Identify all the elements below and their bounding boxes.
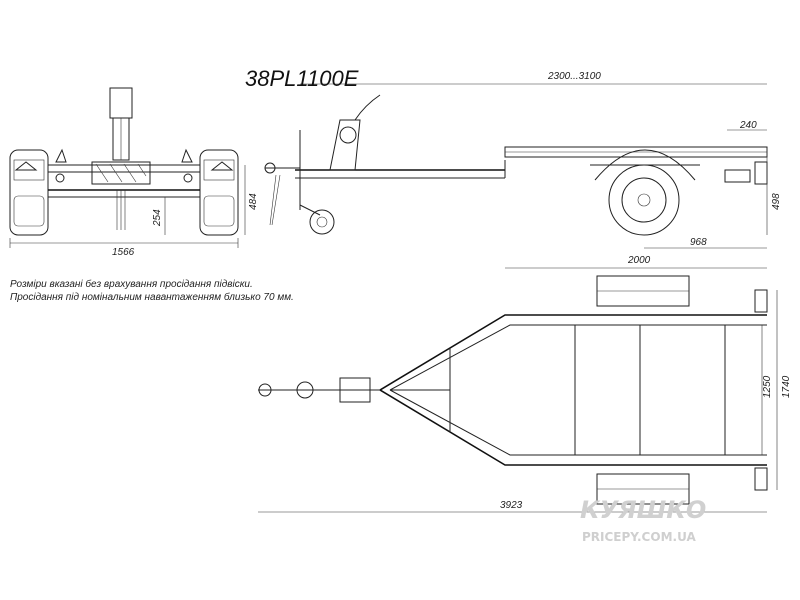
- dim-side-axle: 968: [690, 237, 707, 248]
- dim-top-total-length: 3923: [500, 500, 523, 511]
- top-view: [258, 267, 778, 513]
- note-line: Розміри вказані без врахування просіданн…: [10, 279, 253, 290]
- watermark-brand: КУЯШКО: [580, 496, 706, 524]
- dim-front-height: 484: [248, 193, 259, 210]
- model-number: 38PL1100E: [245, 66, 359, 91]
- note-line: Просідання під номінальним навантаженням…: [10, 292, 294, 303]
- dim-side-height: 498: [771, 193, 782, 210]
- dim-front-clearance: 254: [152, 209, 163, 227]
- notes-block: Розміри вказані без врахування просіданн…: [10, 278, 294, 304]
- side-view: [264, 83, 768, 249]
- dim-front-width: 1566: [112, 247, 135, 258]
- dim-top-inner-width: 1250: [762, 375, 773, 398]
- watermark-site: PRICEPY.COM.UA: [582, 530, 696, 544]
- front-view: [9, 87, 246, 248]
- dim-side-length: 2300...3100: [547, 71, 601, 82]
- dim-side-rear: 240: [739, 120, 757, 131]
- dim-top-outer-width: 1740: [781, 375, 792, 398]
- dim-top-length: 2000: [627, 255, 651, 266]
